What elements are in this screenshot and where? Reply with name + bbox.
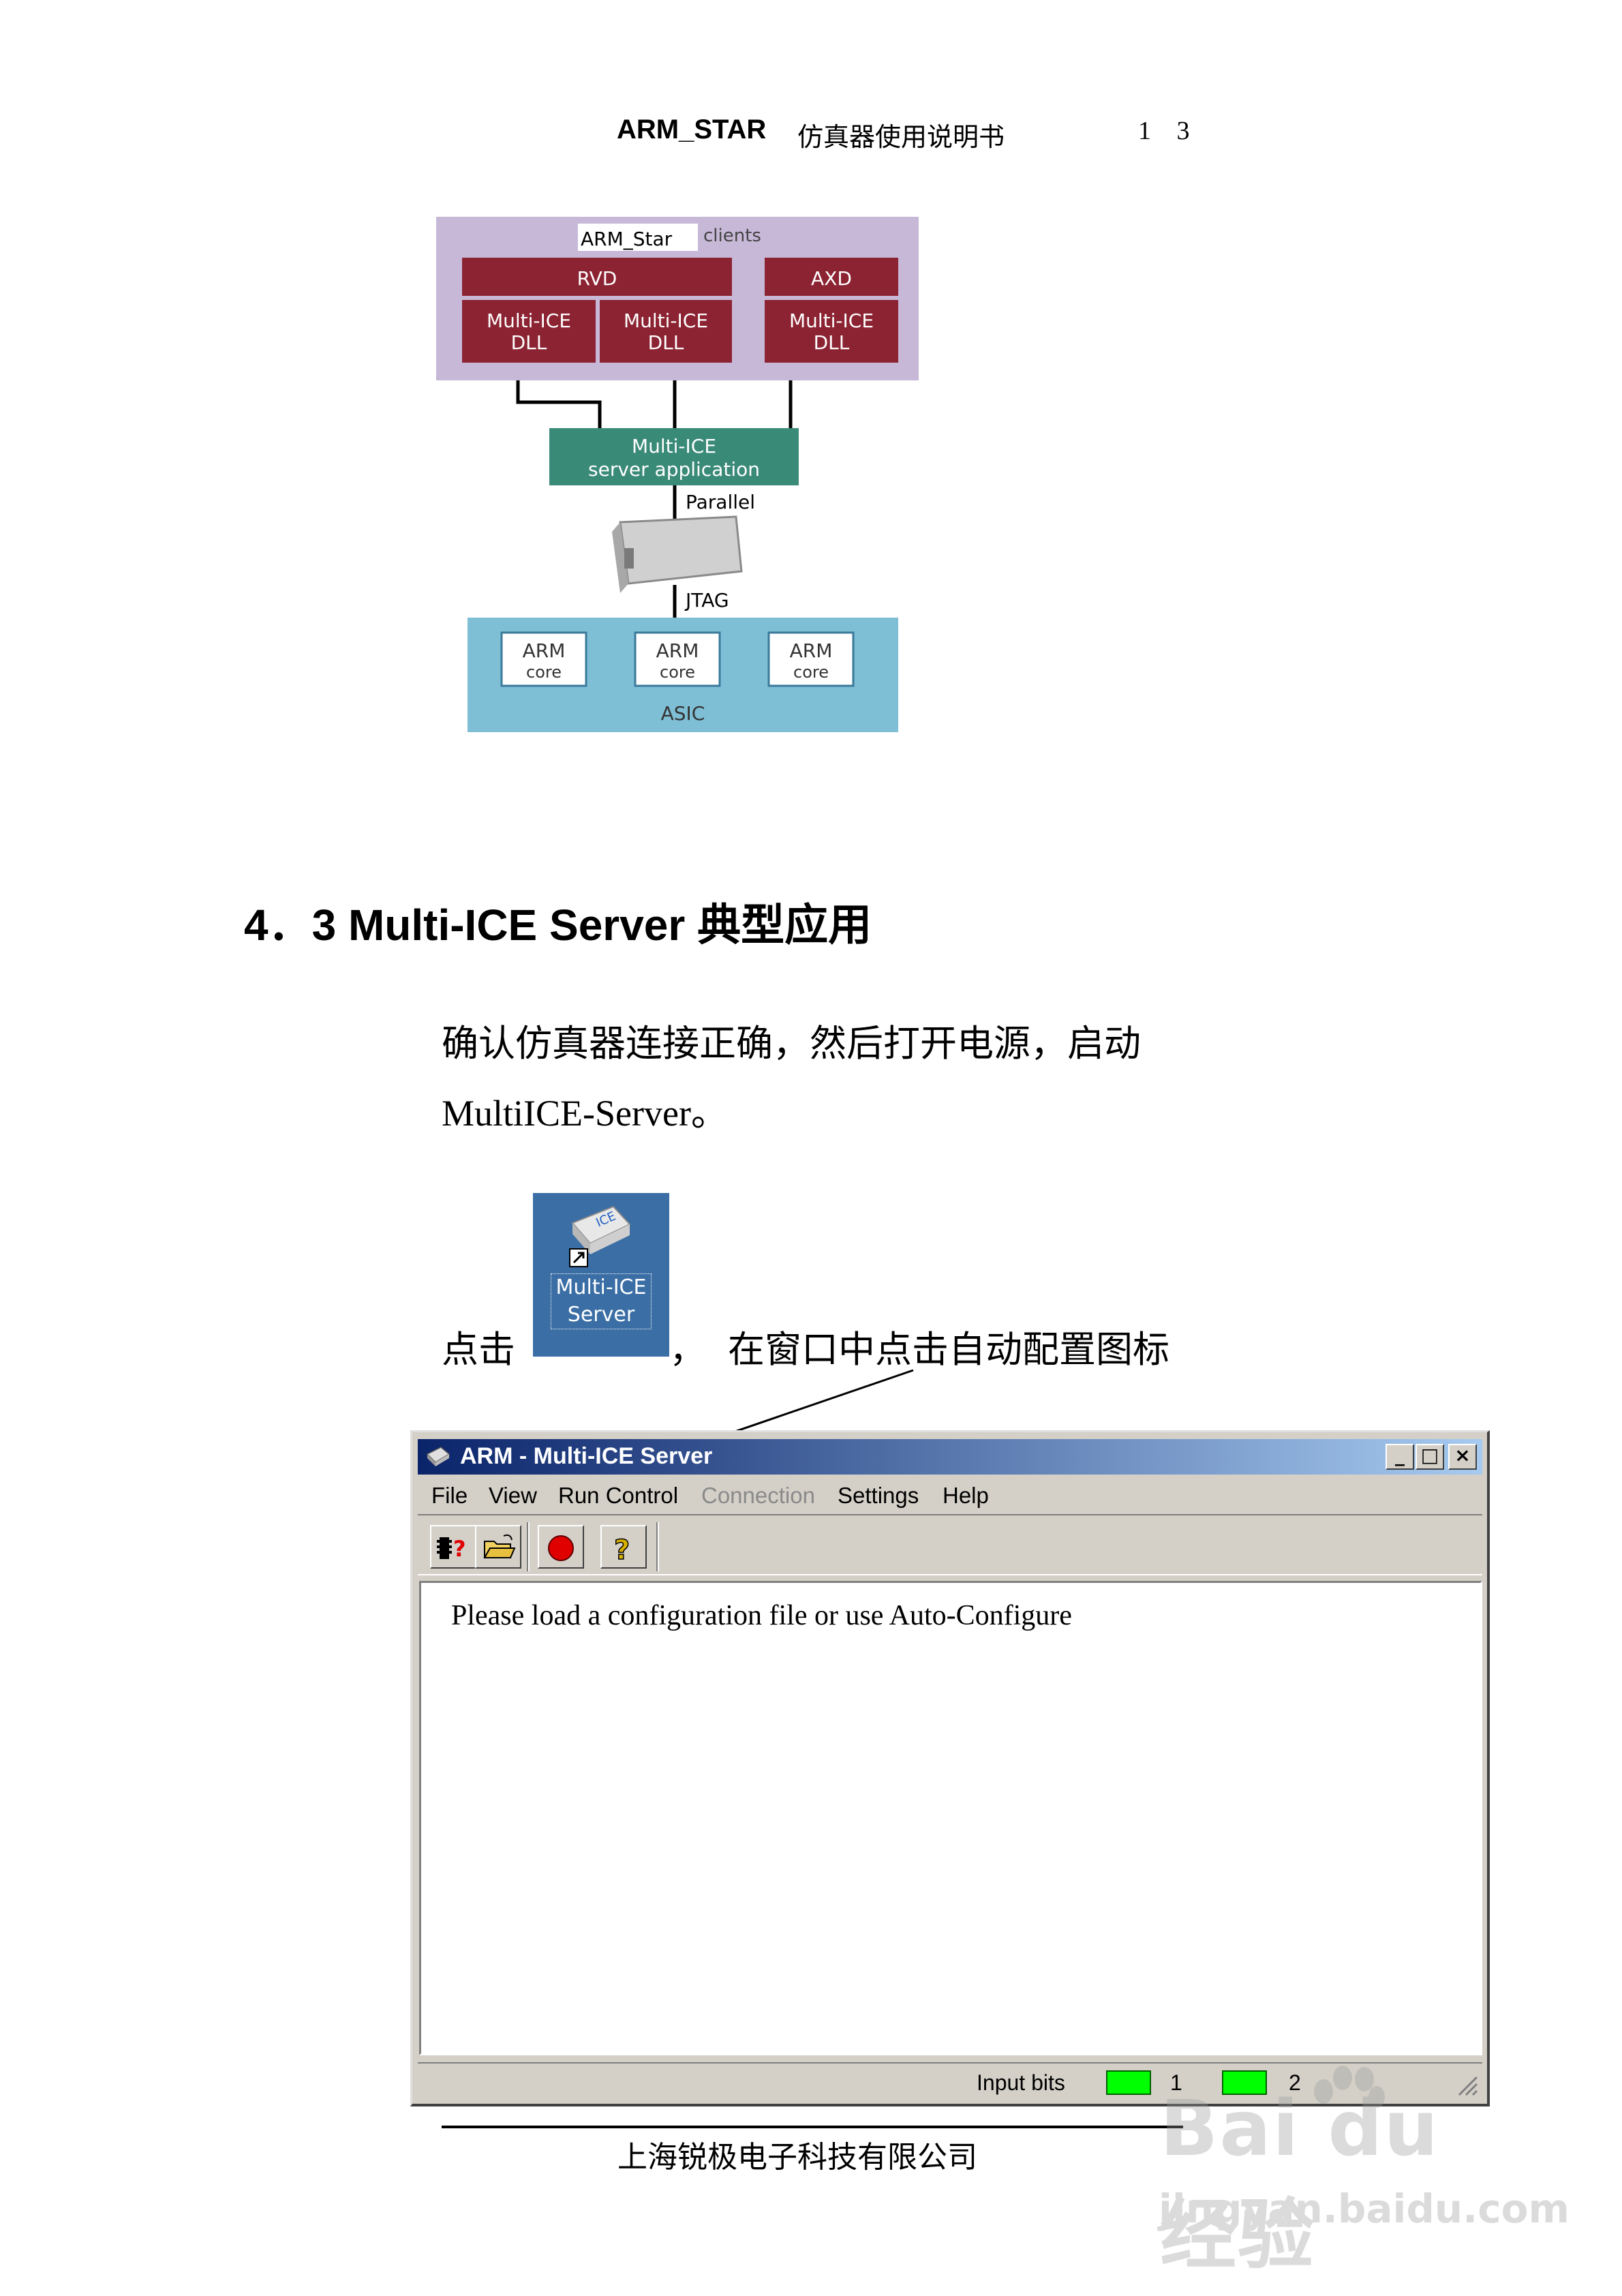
menu-connection-label: Connection — [701, 1483, 815, 1508]
record-button[interactable] — [538, 1525, 584, 1569]
server-line1: Multi-ICE — [632, 435, 716, 457]
arm-core-3 — [767, 631, 855, 687]
baidu-jingyan-watermark: Bai du 经验 jingyan.baidu.com — [1153, 2064, 1570, 2280]
dll-3-line1: Multi-ICE — [789, 309, 874, 332]
menu-connection[interactable]: Connection — [701, 1483, 815, 1509]
clients-box-label-bg — [578, 224, 698, 251]
core-3-line2: core — [793, 663, 829, 682]
menu-run-control[interactable]: Run Control — [558, 1483, 678, 1509]
minimize-button[interactable]: _ — [1386, 1444, 1414, 1470]
svg-text:?: ? — [453, 1536, 466, 1562]
statusbar: Input bits 1 2 — [418, 2062, 1482, 2100]
connector-1 — [516, 380, 602, 428]
rvd-dll-2 — [600, 300, 732, 363]
input-bit-2-label: 2 — [1289, 2070, 1301, 2095]
core-1-line1: ARM — [523, 639, 566, 662]
menu-file[interactable]: File — [431, 1483, 468, 1509]
parallel-label: Parallel — [686, 491, 755, 513]
menu-settings[interactable]: Settings — [838, 1483, 919, 1509]
footer-rule — [442, 2126, 1183, 2128]
dll-2-line1: Multi-ICE — [624, 309, 708, 332]
instruction-line-2: MultiICE-Server。 — [442, 1093, 728, 1134]
clients-box-label: ARM_Star — [581, 228, 673, 250]
toolbar: ? ? — [418, 1514, 1482, 1575]
input-bit-1-label: 1 — [1170, 2070, 1182, 2095]
desktop-icon-label-line2: Server — [567, 1303, 635, 1327]
menu-view-label: View — [489, 1483, 537, 1508]
watermark-brand: Bai du 经验 — [1160, 2085, 1440, 2280]
menubar: File View Run Control Connection Setting… — [418, 1477, 1482, 1511]
rvd-dll-1 — [462, 300, 596, 363]
help-button[interactable]: ? — [600, 1525, 647, 1569]
page-number: 1 3 — [1138, 117, 1199, 145]
server-line2: server application — [588, 458, 760, 481]
input-bit-2-led — [1222, 2070, 1267, 2095]
click-prefix-text: 点击 — [442, 1328, 515, 1371]
toolbar-separator — [527, 1522, 530, 1571]
multi-ice-device-icon: ICE — [569, 1205, 631, 1267]
close-button[interactable]: × — [1448, 1444, 1477, 1470]
record-stop-icon — [548, 1535, 574, 1561]
clients-label: clients — [703, 226, 761, 246]
message-area: Please load a configuration file or use … — [419, 1581, 1482, 2055]
dll-1-line1: Multi-ICE — [487, 309, 571, 332]
multi-ice-server-window: ARM - Multi-ICE Server _ □ × File View R… — [410, 1430, 1490, 2106]
resize-grip-icon[interactable] — [1454, 2072, 1478, 2096]
doc-header-title: ARM_STAR — [617, 115, 767, 145]
window-title: ARM - Multi-ICE Server — [460, 1443, 713, 1469]
desktop-icon-label: Multi-ICE Server — [551, 1273, 652, 1329]
arm-core-1 — [500, 631, 587, 687]
jtag-label: JTAG — [684, 589, 729, 611]
core-1-line2: core — [526, 663, 562, 682]
toolbar-separator-2 — [656, 1522, 659, 1571]
menu-file-label: File — [431, 1483, 468, 1508]
menu-help[interactable]: Help — [943, 1483, 989, 1509]
auto-configure-button[interactable]: ? — [430, 1525, 476, 1569]
menu-run-control-label: Run Control — [558, 1483, 679, 1508]
rvd-label: RVD — [577, 267, 617, 290]
axd-dll — [765, 300, 898, 363]
app-icon — [426, 1447, 450, 1466]
comma-text: ， — [669, 1328, 706, 1371]
multi-ice-server-desktop-icon[interactable]: ICE Multi-ICE Server — [533, 1193, 669, 1357]
click-instruction-text: 在窗口中点击自动配置图标 — [728, 1328, 1169, 1371]
maximize-button[interactable]: □ — [1416, 1444, 1444, 1470]
desktop-icon-label-line1: Multi-ICE — [555, 1275, 647, 1299]
axd-box — [765, 258, 898, 296]
svg-text:?: ? — [614, 1535, 630, 1566]
input-bits-label: Input bits — [977, 2070, 1065, 2095]
section-heading: 4．3 Multi-ICE Server 典型应用 — [244, 901, 872, 950]
footer-company: 上海锐极电子科技有限公司 — [617, 2140, 977, 2175]
rvd-box — [462, 258, 732, 296]
help-icon: ? — [613, 1534, 630, 1566]
dll-3-line2: DLL — [814, 331, 850, 354]
menu-settings-label: Settings — [838, 1483, 919, 1508]
menu-view[interactable]: View — [489, 1483, 537, 1509]
dll-1-line2: DLL — [511, 331, 547, 354]
watermark-url: jingyan.baidu.com — [1159, 2186, 1570, 2232]
open-config-button[interactable] — [475, 1525, 521, 1569]
doc-header-subtitle: 仿真器使用说明书 — [797, 122, 1005, 152]
paw-icon — [1314, 2066, 1385, 2108]
status-message: Please load a configuration file or use … — [451, 1600, 1072, 1631]
server-app-box — [549, 428, 799, 485]
menu-help-label: Help — [943, 1483, 989, 1508]
open-folder-icon — [483, 1534, 516, 1558]
arm-core-2 — [634, 631, 721, 687]
instruction-line-1: 确认仿真器连接正确，然后打开电源，启动 — [442, 1023, 1141, 1064]
axd-label: AXD — [811, 267, 852, 290]
core-2-line2: core — [660, 663, 695, 682]
dll-2-line2: DLL — [648, 331, 684, 354]
core-2-line1: ARM — [656, 639, 699, 662]
asic-label: ASIC — [661, 702, 705, 725]
multi-ice-interface-box — [612, 515, 743, 593]
core-3-line1: ARM — [790, 639, 833, 662]
input-bit-1-led — [1106, 2070, 1151, 2095]
multi-ice-architecture-diagram: ARM_Star clients RVD Multi-ICE DLL Multi… — [436, 217, 919, 732]
auto-configure-icon: ? — [437, 1536, 466, 1562]
window-titlebar[interactable]: ARM - Multi-ICE Server _ □ × — [418, 1439, 1482, 1475]
